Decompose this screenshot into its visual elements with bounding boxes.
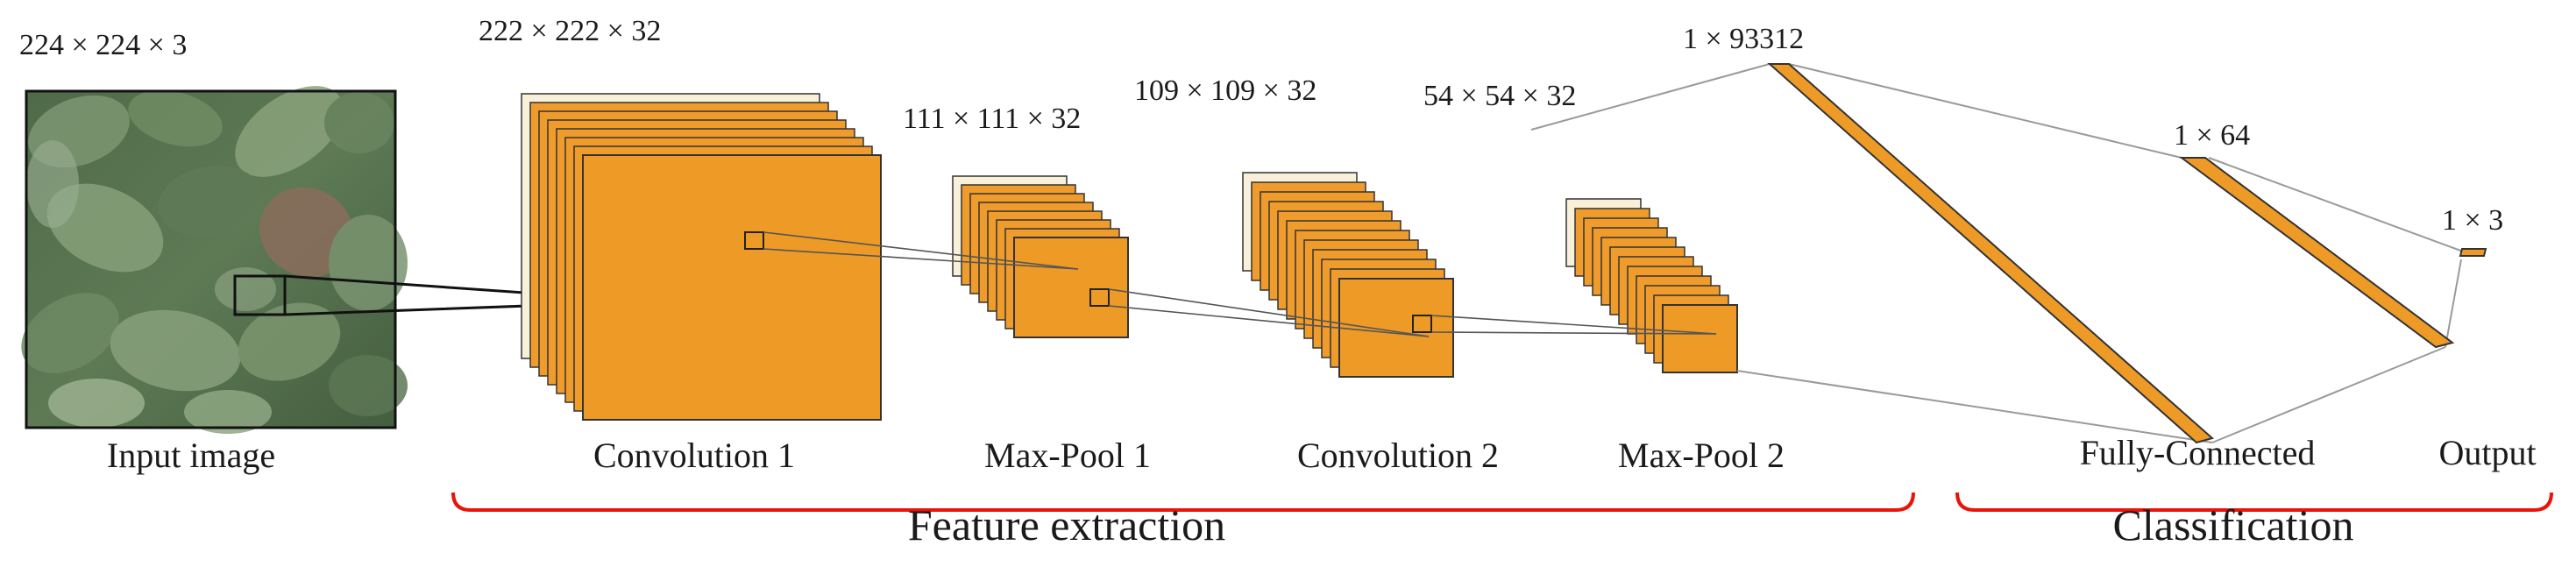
conv2-label: Convolution 2 [1297,436,1499,475]
fc-vector [2178,157,2455,349]
conv2-kernel-box [1412,315,1432,333]
feature-extraction-label: Feature extraction [908,500,1225,549]
input-image [21,86,408,434]
pool2-label: Max-Pool 2 [1618,436,1785,475]
fc-label: Fully-Connected [2080,433,2316,472]
conv2-feature-map [1338,278,1454,378]
conv2-dims: 109 × 109 × 32 [1134,74,1316,107]
output-vector [2459,248,2487,257]
pool2-dims: 54 × 54 × 32 [1423,80,1576,112]
conv1-kernel-box [744,231,764,250]
pool1-feature-map [1013,237,1129,338]
flatten-vector [1767,63,2215,444]
classification-label: Classification [2113,500,2354,549]
pool2-feature-map [1662,304,1738,373]
pool1-label: Max-Pool 1 [984,436,1151,475]
fc-dims: 1 × 64 [2174,119,2250,152]
conv2-feature-maps [1242,172,1454,378]
conv1-dims: 222 × 222 × 32 [479,15,661,47]
conv1-label: Convolution 1 [593,436,795,475]
output-label: Output [2438,433,2536,472]
input-label: Input image [107,436,275,475]
pool2-feature-maps [1565,198,1738,373]
conv1-feature-map [582,154,882,421]
flatten-dims: 1 × 93312 [1683,23,1804,55]
classification-bracket [1955,492,2553,512]
receptive-field-connections [763,231,1717,337]
input-dims: 224 × 224 × 3 [19,29,187,61]
dense-connections [1530,63,2464,443]
input-receptive-field [233,274,287,316]
feature-extraction-bracket [451,492,1915,512]
pool1-dims: 111 × 111 × 32 [903,103,1081,135]
pool1-feature-maps [952,175,1129,338]
pool1-kernel-box [1089,288,1110,307]
conv1-feature-maps [521,93,882,421]
output-dims: 1 × 3 [2442,204,2503,237]
